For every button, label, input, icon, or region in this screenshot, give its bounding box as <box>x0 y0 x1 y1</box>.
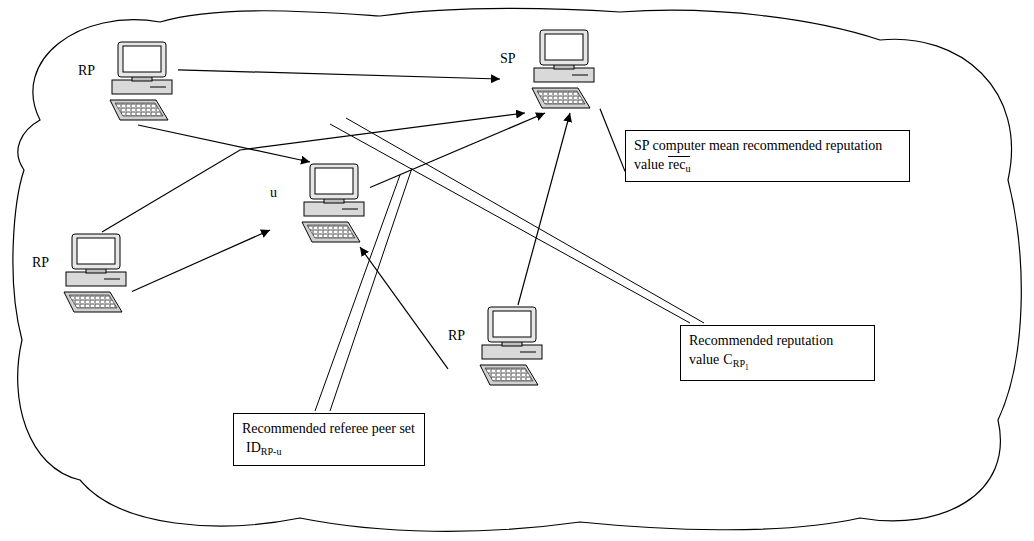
computer-peer: RP <box>448 305 548 390</box>
computer-peer: RP <box>78 40 178 125</box>
callout-box: Recommended referee peer setIDRP-u <box>233 413 425 466</box>
computer-icon <box>476 305 548 390</box>
arrow-connector <box>370 113 545 188</box>
node-text: SP <box>500 50 516 68</box>
node-text: C <box>723 352 732 367</box>
node-text: RP <box>32 254 49 272</box>
node-text: RP <box>733 358 745 369</box>
node-text: rec <box>668 157 685 172</box>
formula: recu <box>668 156 690 175</box>
arrow-connector <box>178 70 500 79</box>
subscript: 1 <box>745 364 749 372</box>
computer-icon <box>106 40 178 125</box>
node-text: u <box>685 163 690 174</box>
formula: IDRP-u <box>246 439 282 459</box>
computer-icon <box>60 232 132 317</box>
callout-box: Recommended reputation valueCRP1 <box>680 325 875 381</box>
callout-box: SP computer mean recommended reputation … <box>625 130 910 182</box>
arrow-connector <box>138 125 310 162</box>
node-text: RP-u <box>261 446 282 457</box>
node-text: RP <box>448 327 465 345</box>
arrow-connector <box>518 113 570 305</box>
node-text: Recommended referee peer set <box>242 421 415 436</box>
arrow-connector <box>360 247 448 369</box>
node-text: u <box>270 184 277 202</box>
subscript: RP-u <box>261 446 282 457</box>
computer-peer: u <box>270 162 370 247</box>
computer-peer: SP <box>500 28 600 113</box>
computer-peer: RP <box>32 232 132 317</box>
computer-icon <box>528 28 600 113</box>
formula: CRP1 <box>723 351 748 374</box>
computer-icon <box>298 162 370 247</box>
node-text: 1 <box>745 364 749 372</box>
node-text: Recommended reputation value <box>689 333 833 367</box>
arrow-connector <box>132 230 270 292</box>
cloud-outline <box>13 8 1021 531</box>
callout-line <box>600 109 625 172</box>
arrow-connector <box>102 113 525 232</box>
node-text: ID <box>246 440 261 455</box>
subscript: u <box>685 163 690 174</box>
node-text: RP <box>78 62 95 80</box>
subscript: RP1 <box>733 358 749 369</box>
